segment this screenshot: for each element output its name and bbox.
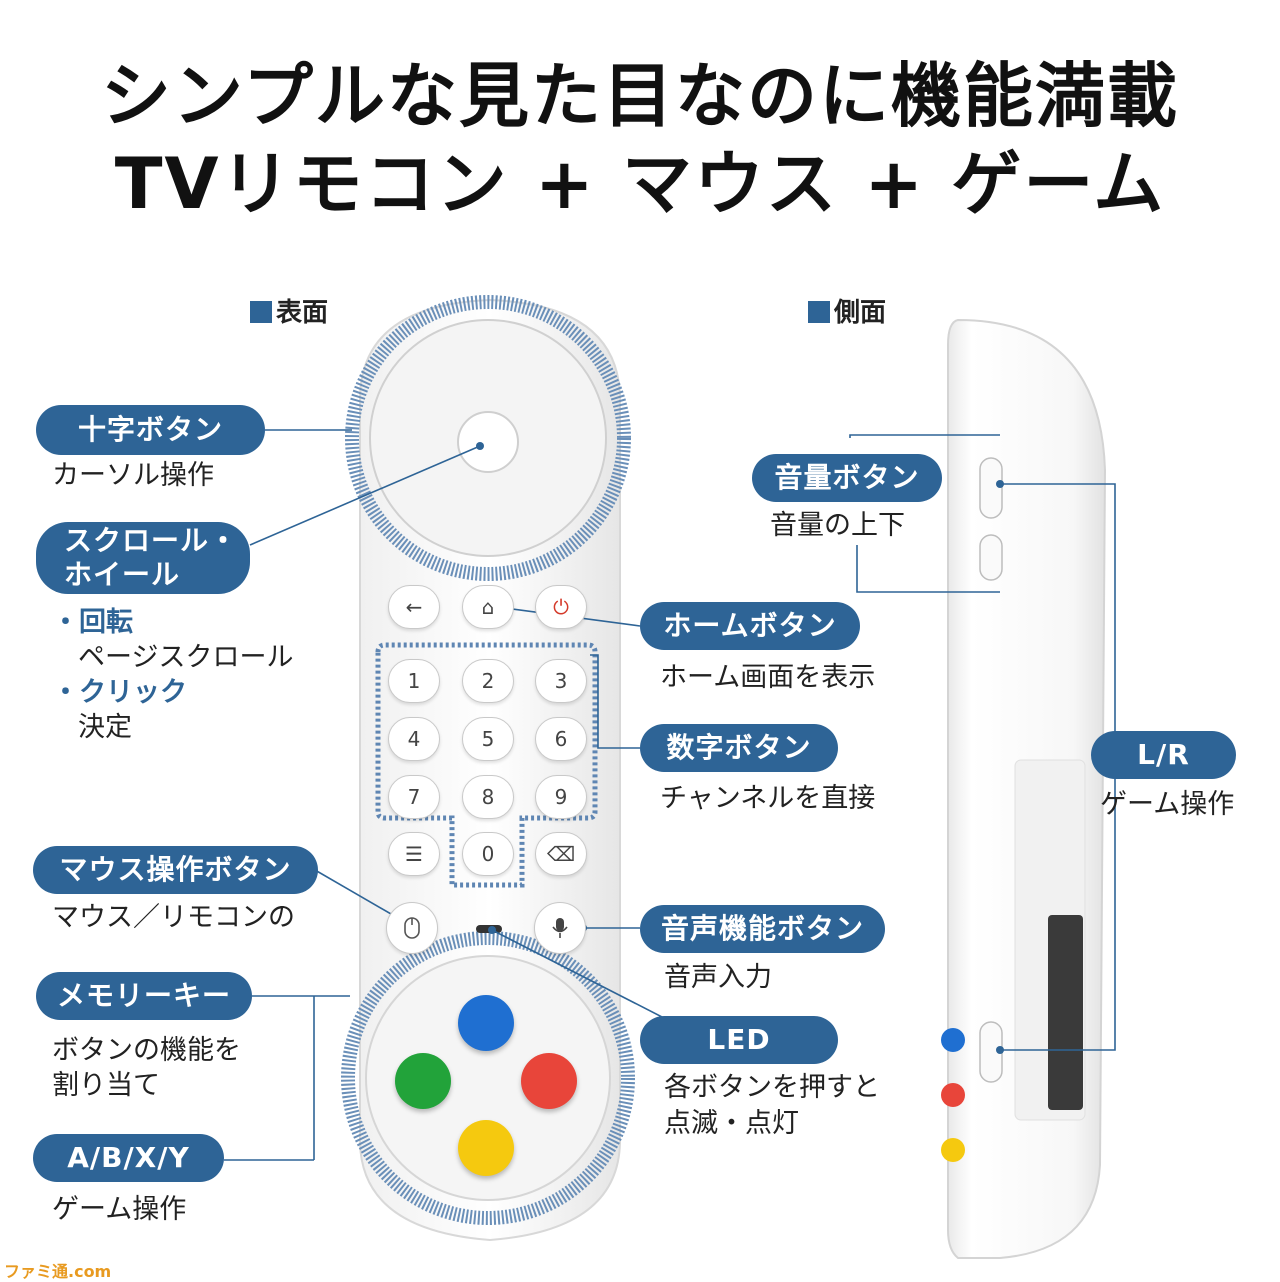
face-button-blue[interactable] (458, 995, 514, 1051)
back-arrow-icon: ← (405, 595, 423, 619)
face-button-green[interactable] (395, 1053, 451, 1109)
dpad-desc: カーソル操作 (52, 460, 214, 491)
digit-label: 1 (407, 669, 421, 693)
headline-line2: TVリモコン + マウス + ゲーム (114, 143, 1166, 225)
scroll-pill-line1: スクロール・ (64, 524, 239, 557)
list-icon: ☰ (405, 842, 423, 866)
digit-5-button[interactable]: 5 (462, 717, 514, 761)
digit-6-button[interactable]: 6 (535, 717, 587, 761)
scroll-bullet-rotate: ・回転 (52, 607, 133, 638)
backspace-icon: ⌫ (546, 842, 576, 866)
voice-pill: 音声機能ボタン (640, 905, 885, 953)
number-pill: 数字ボタン (640, 724, 838, 772)
voice-desc: 音声入力 (664, 962, 772, 993)
section-side-label: 側面 (834, 298, 887, 328)
led-desc-line2: 点滅・点灯 (664, 1108, 799, 1139)
scroll-rotate-desc: ページスクロール (78, 642, 294, 673)
side-red-button (941, 1083, 965, 1107)
digit-label: 2 (481, 669, 495, 693)
digit-0-button[interactable]: 0 (462, 832, 514, 876)
volume-desc: 音量の上下 (770, 510, 905, 541)
number-pad-outline (375, 642, 598, 888)
led-desc-line1: 各ボタンを押すと (664, 1072, 880, 1103)
volume-pill: 音量ボタン (752, 454, 942, 502)
digit-label: 6 (554, 727, 568, 751)
section-front: 表面 (250, 292, 328, 329)
section-side: 側面 (808, 292, 886, 329)
digit-2-button[interactable]: 2 (462, 659, 514, 703)
delete-button[interactable]: ⌫ (535, 832, 587, 876)
face-button-yellow[interactable] (458, 1120, 514, 1176)
home-button[interactable]: ⌂ (462, 585, 514, 629)
home-icon: ⌂ (481, 595, 495, 619)
memory-pill: メモリーキー (36, 972, 252, 1020)
memory-desc-line1: ボタンの機能を (52, 1035, 241, 1066)
scroll-pill: スクロール・ ホイール (36, 522, 250, 594)
home-desc: ホーム画面を表示 (660, 662, 876, 693)
digit-label: 5 (481, 727, 495, 751)
side-blue-button (941, 1028, 965, 1052)
digit-9-button[interactable]: 9 (535, 775, 587, 819)
menu-button[interactable]: ☰ (388, 832, 440, 876)
game-pad-face (365, 955, 611, 1201)
mouse-icon (404, 917, 420, 939)
volume-up-button (979, 457, 1003, 519)
scroll-pill-line2: ホイール (64, 558, 181, 591)
memory-desc-line2: 割り当て (52, 1070, 160, 1101)
digit-label: 0 (481, 842, 495, 866)
power-icon: ⏻ (553, 595, 569, 619)
mouse-pill: マウス操作ボタン (33, 846, 318, 894)
digit-4-button[interactable]: 4 (388, 717, 440, 761)
back-button[interactable]: ← (388, 585, 440, 629)
game-pad-ring (341, 931, 635, 1225)
digit-label: 7 (407, 785, 421, 809)
digit-label: 4 (407, 727, 421, 751)
scroll-wheel-ring (345, 295, 631, 581)
digit-label: 9 (554, 785, 568, 809)
microphone-icon (552, 918, 568, 938)
number-desc: チャンネルを直接 (660, 783, 876, 814)
section-front-label: 表面 (276, 298, 329, 328)
dpad-center (457, 411, 519, 473)
face-button-red[interactable] (521, 1053, 577, 1109)
digit-3-button[interactable]: 3 (535, 659, 587, 703)
volume-down-button (979, 534, 1003, 581)
mouse-mode-button[interactable] (386, 902, 438, 954)
mouse-desc: マウス／リモコンの (52, 902, 295, 933)
scroll-bullet-click: ・クリック (52, 677, 187, 708)
abxy-desc: ゲーム操作 (52, 1194, 187, 1225)
square-marker (808, 301, 830, 323)
lr-desc: ゲーム操作 (1100, 789, 1235, 820)
power-button[interactable]: ⏻ (535, 585, 587, 629)
digit-8-button[interactable]: 8 (462, 775, 514, 819)
digit-7-button[interactable]: 7 (388, 775, 440, 819)
scroll-click-desc: 決定 (78, 712, 132, 743)
voice-button[interactable] (534, 902, 586, 954)
side-yellow-button (941, 1138, 965, 1162)
headline-line1: シンプルな見た目なのに機能満載 (101, 55, 1179, 137)
watermark: ファミ通.com (4, 1262, 112, 1281)
digit-1-button[interactable]: 1 (388, 659, 440, 703)
square-marker (250, 301, 272, 323)
abxy-pill: A/B/X/Y (33, 1134, 224, 1182)
lr-pill: L/R (1091, 731, 1236, 779)
spec-label (1048, 915, 1083, 1110)
dpad-pill: 十字ボタン (36, 405, 265, 455)
home-pill: ホームボタン (640, 602, 860, 650)
digit-label: 3 (554, 669, 568, 693)
led-pill: LED (640, 1016, 838, 1064)
digit-label: 8 (481, 785, 495, 809)
